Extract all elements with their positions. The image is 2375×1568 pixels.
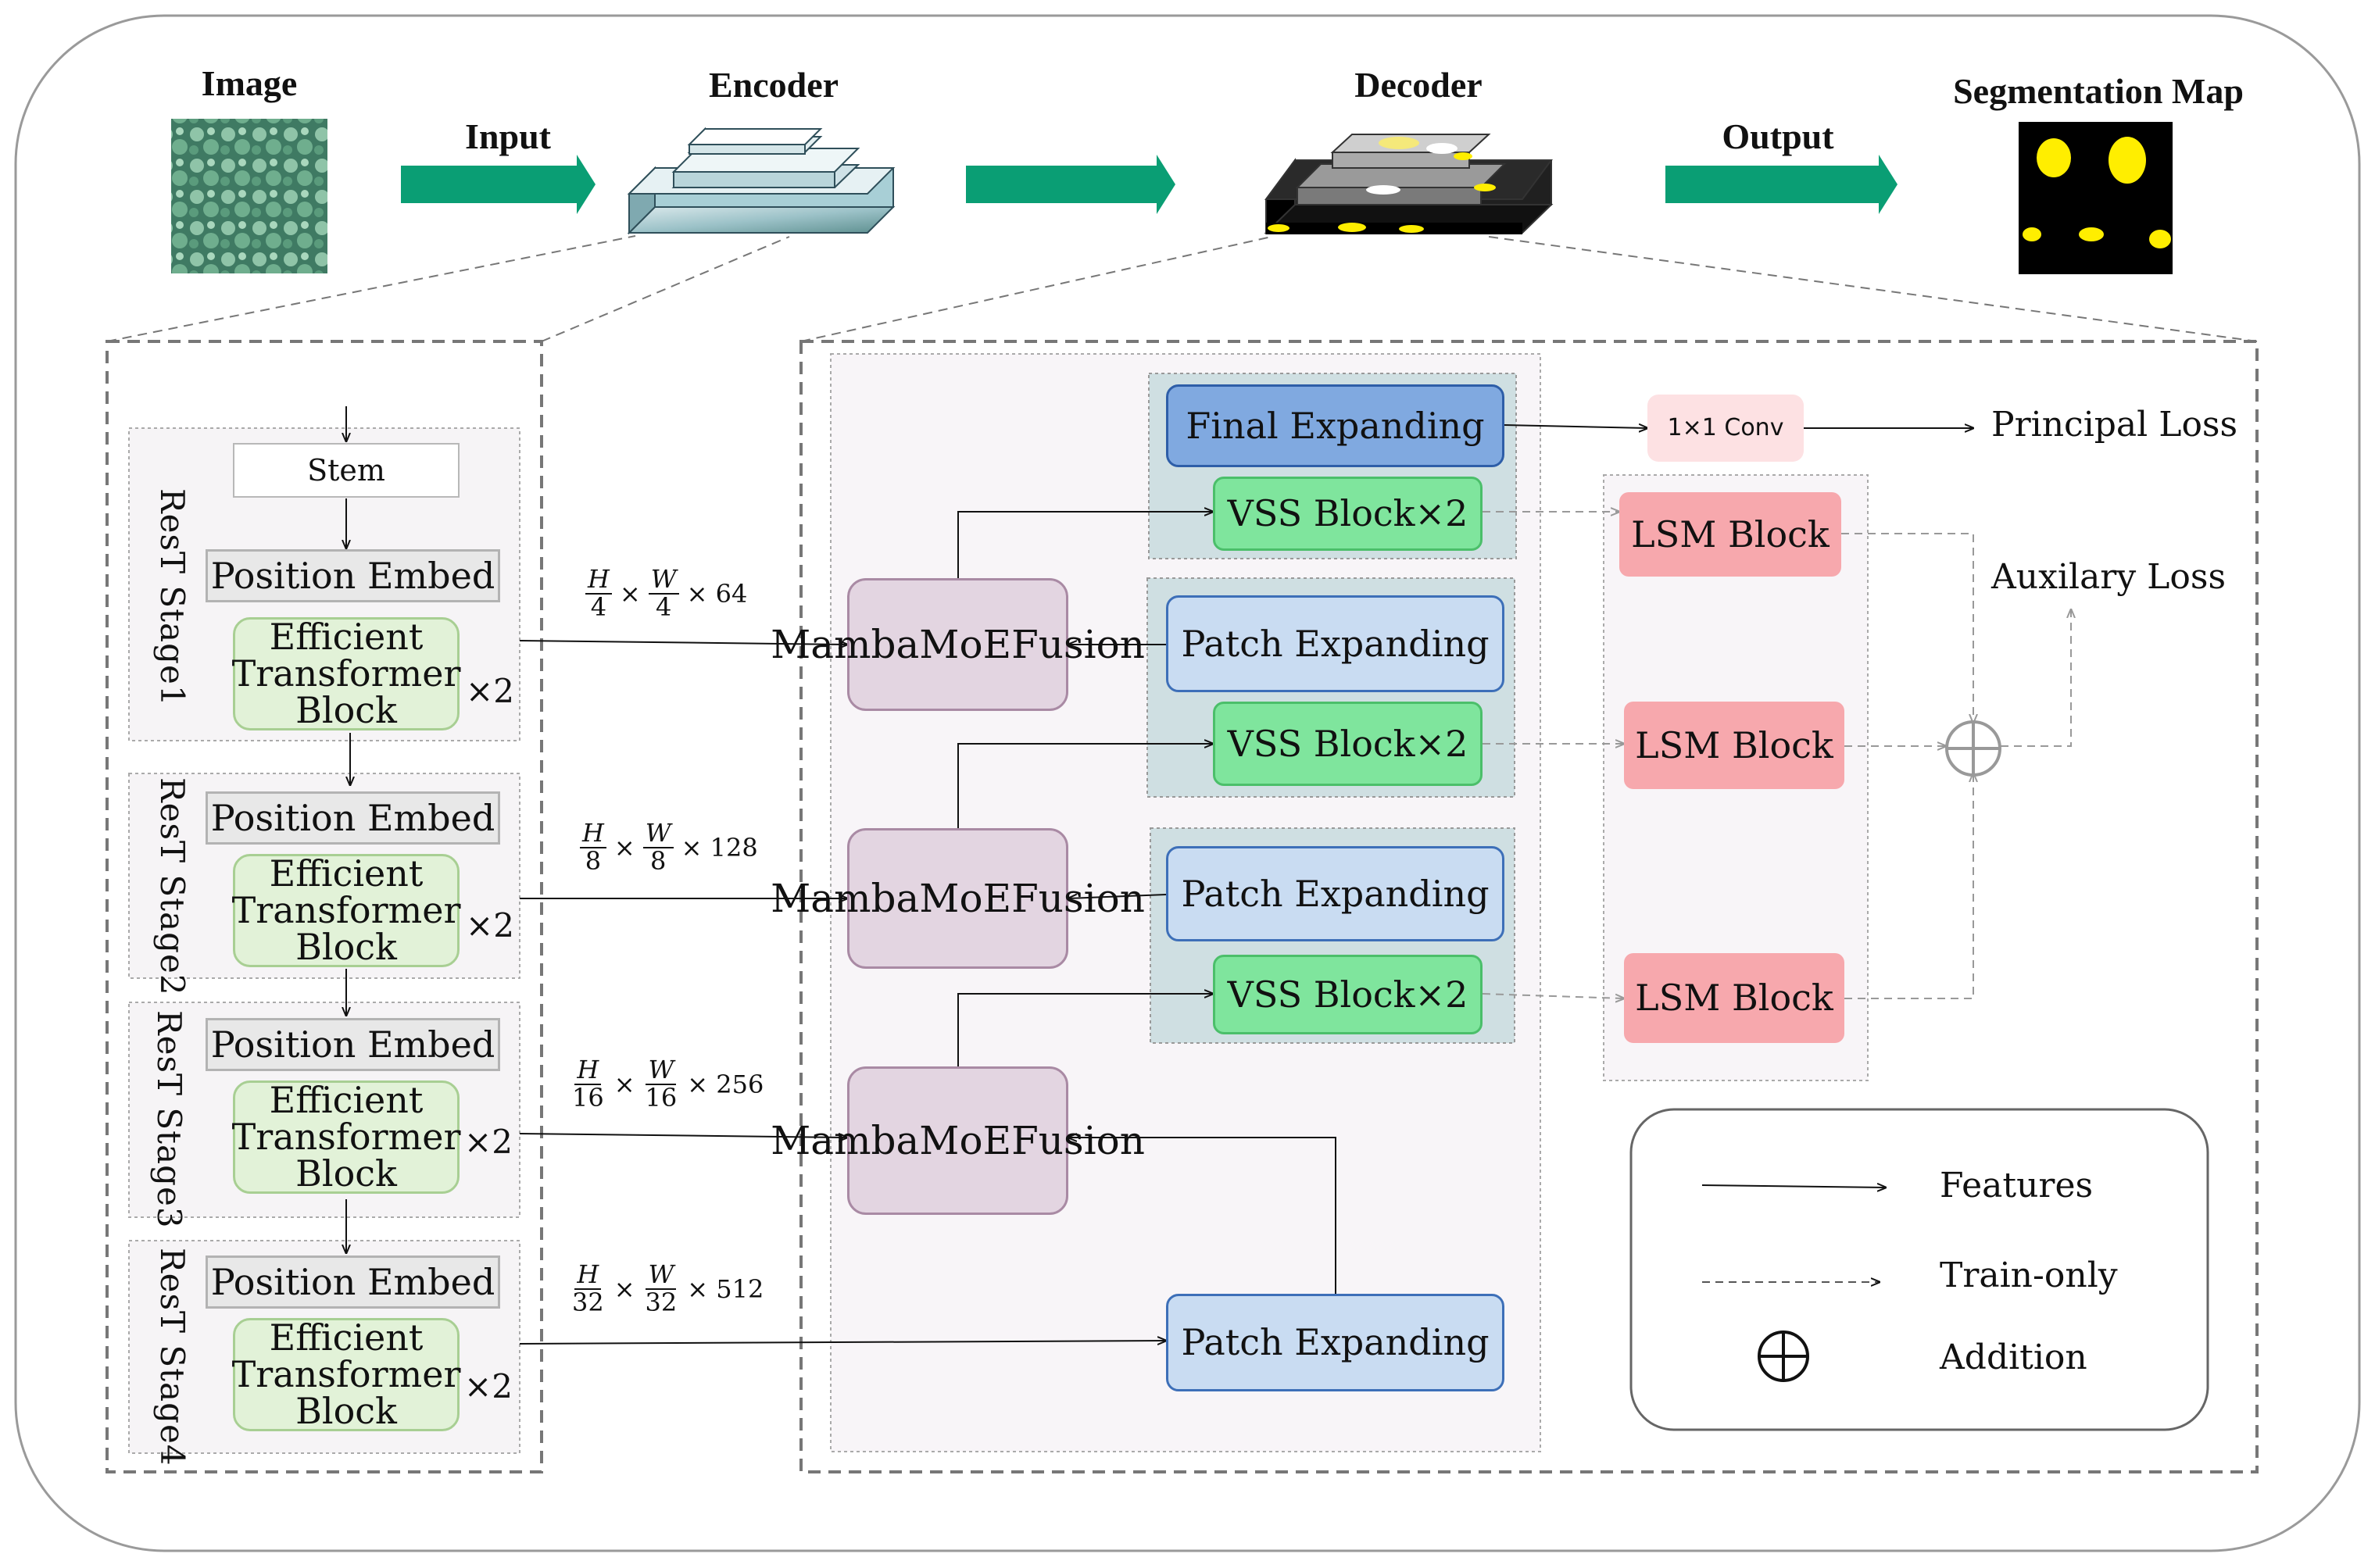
cabbage-image <box>171 119 327 273</box>
dim-w-den: 16 <box>645 1082 678 1113</box>
input-arrow <box>401 155 596 214</box>
dim-channels: × 128 <box>681 832 758 863</box>
lsm-block-1: LSM Block <box>1619 492 1841 577</box>
dim-h: H <box>574 1056 602 1085</box>
principal-loss-label: Principal Loss <box>1991 405 2238 445</box>
dim-channels: × 64 <box>686 578 748 609</box>
dim-w-den: 32 <box>645 1287 678 1317</box>
stem-block: Stem <box>233 443 460 498</box>
vss-block-1: VSS Block×2 <box>1213 477 1483 551</box>
stage2-position-embed: Position Embed <box>206 791 500 845</box>
dim-h-den: 4 <box>590 591 607 622</box>
encoder-detail-frame <box>106 340 543 1473</box>
outer-frame <box>14 14 2361 1552</box>
image-label: Image <box>201 63 298 103</box>
stage3-label: ResT Stage3 <box>150 1010 188 1229</box>
middle-arrow <box>966 155 1175 214</box>
decoder-label: Decoder <box>1354 65 1483 105</box>
legend-train-only-label: Train-only <box>1940 1255 2118 1295</box>
conv-1x1-block: 1×1 Conv <box>1647 395 1804 462</box>
final-expanding-block: Final Expanding <box>1166 384 1504 467</box>
output-arrow <box>1665 155 1897 214</box>
decoder-detail-frame <box>799 340 2259 1473</box>
dim-h-den: 16 <box>572 1082 604 1113</box>
addition-icon <box>1945 720 2001 777</box>
dim-h: H <box>574 1261 602 1290</box>
stage2-label: ResT Stage2 <box>153 777 191 996</box>
decoder-pyramid-icon <box>1264 134 1554 235</box>
auxiliary-loss-label: Auxilary Loss <box>1991 557 2227 597</box>
stage4-label: ResT Stage4 <box>153 1248 191 1466</box>
patch-expanding-1: Patch Expanding <box>1166 595 1504 692</box>
mamba-fusion-2: MambaMoEFusion <box>771 828 1145 969</box>
legend-addition-icon <box>1758 1330 1809 1382</box>
dim-h: H <box>585 566 612 595</box>
dim-w: W <box>642 820 674 848</box>
stage1-position-embed: Position Embed <box>206 549 500 602</box>
dim-w: W <box>646 1056 677 1085</box>
vss-block-2: VSS Block×2 <box>1213 702 1483 786</box>
dim-channels: × 256 <box>687 1069 764 1099</box>
stage3-transformer-block: Efficient Transformer Block <box>231 1079 461 1195</box>
dim-h-den: 32 <box>572 1287 604 1317</box>
legend-solid-arrow <box>1701 1185 1886 1188</box>
mamba-fusion-3: MambaMoEFusion <box>771 1066 1145 1215</box>
patch-expanding-3: Patch Expanding <box>1166 1294 1504 1391</box>
patch-expanding-2: Patch Expanding <box>1166 846 1504 941</box>
stage2-repeat: ×2 <box>466 906 514 945</box>
stage1-transformer-block: Efficient Transformer Block <box>231 616 461 731</box>
legend-features-label: Features <box>1940 1166 2094 1205</box>
input-label: Input <box>465 116 551 156</box>
stage4-repeat: ×2 <box>464 1367 513 1405</box>
dim-w: W <box>648 566 679 595</box>
encoder-label: Encoder <box>708 65 839 105</box>
output-label: Output <box>1722 116 1834 156</box>
dim-w-den: 4 <box>655 591 672 622</box>
segmentation-map-image <box>2019 122 2173 274</box>
encoder-pyramid-icon <box>627 127 896 235</box>
stage2-transformer-block: Efficient Transformer Block <box>231 852 461 968</box>
legend-frame <box>1629 1108 2209 1431</box>
segmap-label: Segmentation Map <box>1953 71 2244 111</box>
dim-times: × <box>619 578 641 609</box>
dim-h: H <box>580 820 606 848</box>
dim-w-den: 8 <box>649 845 667 876</box>
stage1-label: ResT Stage1 <box>153 488 191 707</box>
legend-addition-label: Addition <box>1940 1338 2087 1377</box>
stage1-repeat: ×2 <box>466 672 514 710</box>
dim-times: × <box>613 832 635 863</box>
mamba-fusion-1: MambaMoEFusion <box>771 578 1145 711</box>
stage4-transformer-block: Efficient Transformer Block <box>231 1316 461 1432</box>
lsm-block-2: LSM Block <box>1624 702 1844 789</box>
dim-times: × <box>613 1069 635 1099</box>
dim-h-den: 8 <box>585 845 602 876</box>
dim-w: W <box>646 1261 677 1290</box>
stage3-position-embed: Position Embed <box>206 1018 500 1071</box>
dim-channels: × 512 <box>687 1273 764 1304</box>
stage3-repeat: ×2 <box>464 1123 513 1161</box>
stage4-position-embed: Position Embed <box>206 1255 500 1309</box>
dim-times: × <box>613 1273 635 1304</box>
lsm-block-3: LSM Block <box>1624 953 1844 1043</box>
vss-block-3: VSS Block×2 <box>1213 955 1483 1034</box>
